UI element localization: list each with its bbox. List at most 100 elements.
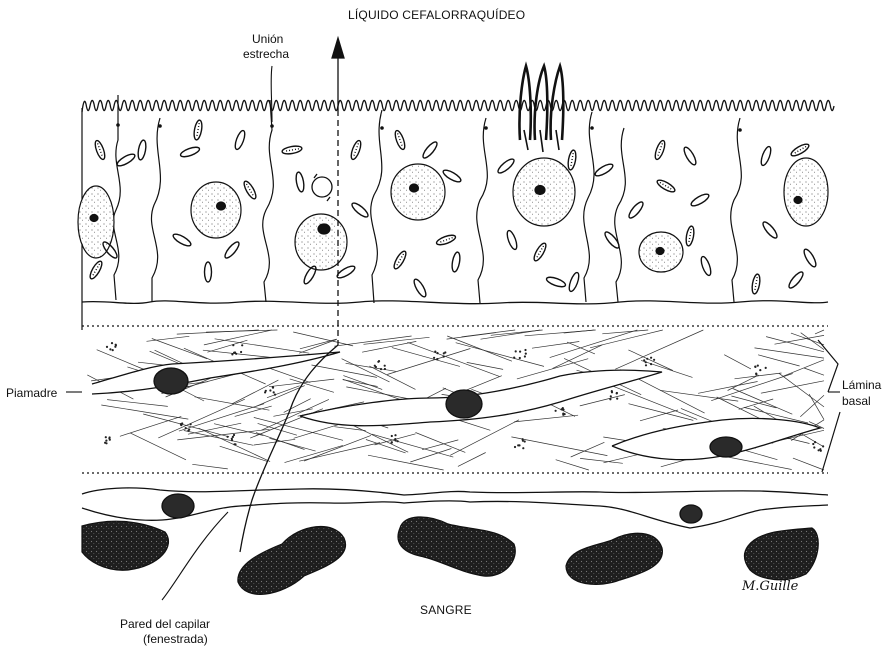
collagen-fiber xyxy=(698,382,758,394)
granule xyxy=(609,398,611,400)
collagen-fiber xyxy=(602,330,648,334)
granule xyxy=(235,353,237,355)
granule xyxy=(395,439,397,441)
granule xyxy=(616,398,618,400)
mitochondrion xyxy=(172,232,193,248)
granule xyxy=(646,358,648,360)
mitochondrion xyxy=(442,168,463,184)
granule xyxy=(515,350,517,352)
mitochondrion xyxy=(295,172,305,193)
basal-lamina-label-line-2: basal xyxy=(842,394,871,408)
granule xyxy=(391,441,393,443)
tight-junction-label-line-1: Unión xyxy=(252,32,283,46)
mitochondrion-crista xyxy=(247,184,254,196)
collagen-fiber xyxy=(192,464,228,469)
granule xyxy=(241,344,243,346)
granule xyxy=(645,364,647,366)
granule xyxy=(443,356,445,358)
granule xyxy=(269,389,271,391)
mitochondrion xyxy=(699,255,712,276)
collagen-fiber xyxy=(724,355,751,369)
granule xyxy=(645,361,647,363)
granule xyxy=(231,353,233,355)
granule xyxy=(185,427,187,429)
granule xyxy=(188,429,190,431)
collagen-fiber xyxy=(392,348,460,367)
granule xyxy=(757,365,759,367)
granule xyxy=(514,446,516,448)
granule xyxy=(108,437,110,439)
mitochondrion xyxy=(682,146,698,167)
granule xyxy=(517,444,519,446)
mitochondrion xyxy=(116,152,137,168)
granule xyxy=(180,424,182,426)
capillary-wall-label-line-2: (fenestrada) xyxy=(143,632,208,646)
collagen-fiber xyxy=(256,386,305,407)
granule xyxy=(112,349,114,351)
collagen-fiber xyxy=(232,380,278,404)
granule xyxy=(522,447,524,449)
collagen-fiber xyxy=(362,341,416,352)
collagen-fiber xyxy=(300,339,337,349)
granule xyxy=(812,443,814,445)
mitochondrion xyxy=(412,278,428,299)
collagen-fiber xyxy=(779,373,824,407)
mitochondrion xyxy=(567,271,580,292)
granule xyxy=(616,392,618,394)
csf-label: LÍQUIDO CEFALORRAQUÍDEO xyxy=(348,8,525,22)
collagen-fiber xyxy=(220,446,268,461)
granule xyxy=(819,448,821,450)
collagen-fiber xyxy=(284,399,311,413)
granule xyxy=(814,441,816,443)
mitochondrion-crista xyxy=(197,123,199,137)
mitochondrion xyxy=(594,162,615,178)
granule xyxy=(513,357,515,359)
mitochondrion xyxy=(179,145,200,158)
collagen-fiber xyxy=(293,332,353,346)
mitochondrion xyxy=(223,240,241,260)
granule xyxy=(105,436,107,438)
artist-signature: M.Guille xyxy=(742,580,798,594)
granule xyxy=(227,436,229,438)
mitochondrion xyxy=(233,129,246,150)
granule xyxy=(436,352,438,354)
collagen-fiber xyxy=(458,453,486,467)
vesicle-icon xyxy=(312,174,332,201)
granule xyxy=(434,351,436,353)
collagen-fiber xyxy=(158,399,245,438)
collagen-fiber xyxy=(739,399,774,409)
collagen-fiber xyxy=(155,350,183,363)
mitochondrion xyxy=(627,200,645,220)
collagen-fiber xyxy=(758,355,800,366)
mitochondrion-crista xyxy=(397,254,404,266)
collagen-fiber xyxy=(761,381,824,393)
mitochondrion xyxy=(451,252,461,273)
granule xyxy=(105,440,107,442)
collagen-fiber xyxy=(334,427,365,431)
granule xyxy=(106,346,108,348)
collagen-fiber xyxy=(188,423,241,434)
collagen-fiber xyxy=(481,330,541,339)
collagen-fiber xyxy=(775,335,825,344)
granule xyxy=(754,366,756,368)
collagen-fiber xyxy=(177,330,259,334)
pia-mater-label: Piamadre xyxy=(6,386,57,400)
collagen-fiber xyxy=(467,362,503,369)
granule xyxy=(384,368,386,370)
mitochondrion xyxy=(761,220,779,240)
fibroblasts xyxy=(92,352,820,460)
granule xyxy=(525,353,527,355)
granule xyxy=(111,342,113,344)
collagen-fiber xyxy=(532,342,579,349)
collagen-fiber xyxy=(511,437,607,456)
collagen-fiber xyxy=(556,460,589,470)
granule xyxy=(765,367,767,369)
cilia-tuft xyxy=(519,66,563,152)
granule xyxy=(653,359,655,361)
granule xyxy=(562,409,564,411)
collagen-fiber xyxy=(207,340,247,352)
mitochondrion xyxy=(690,192,711,208)
mitochondrion-crista xyxy=(689,229,691,243)
collagen-fiber xyxy=(791,333,824,345)
